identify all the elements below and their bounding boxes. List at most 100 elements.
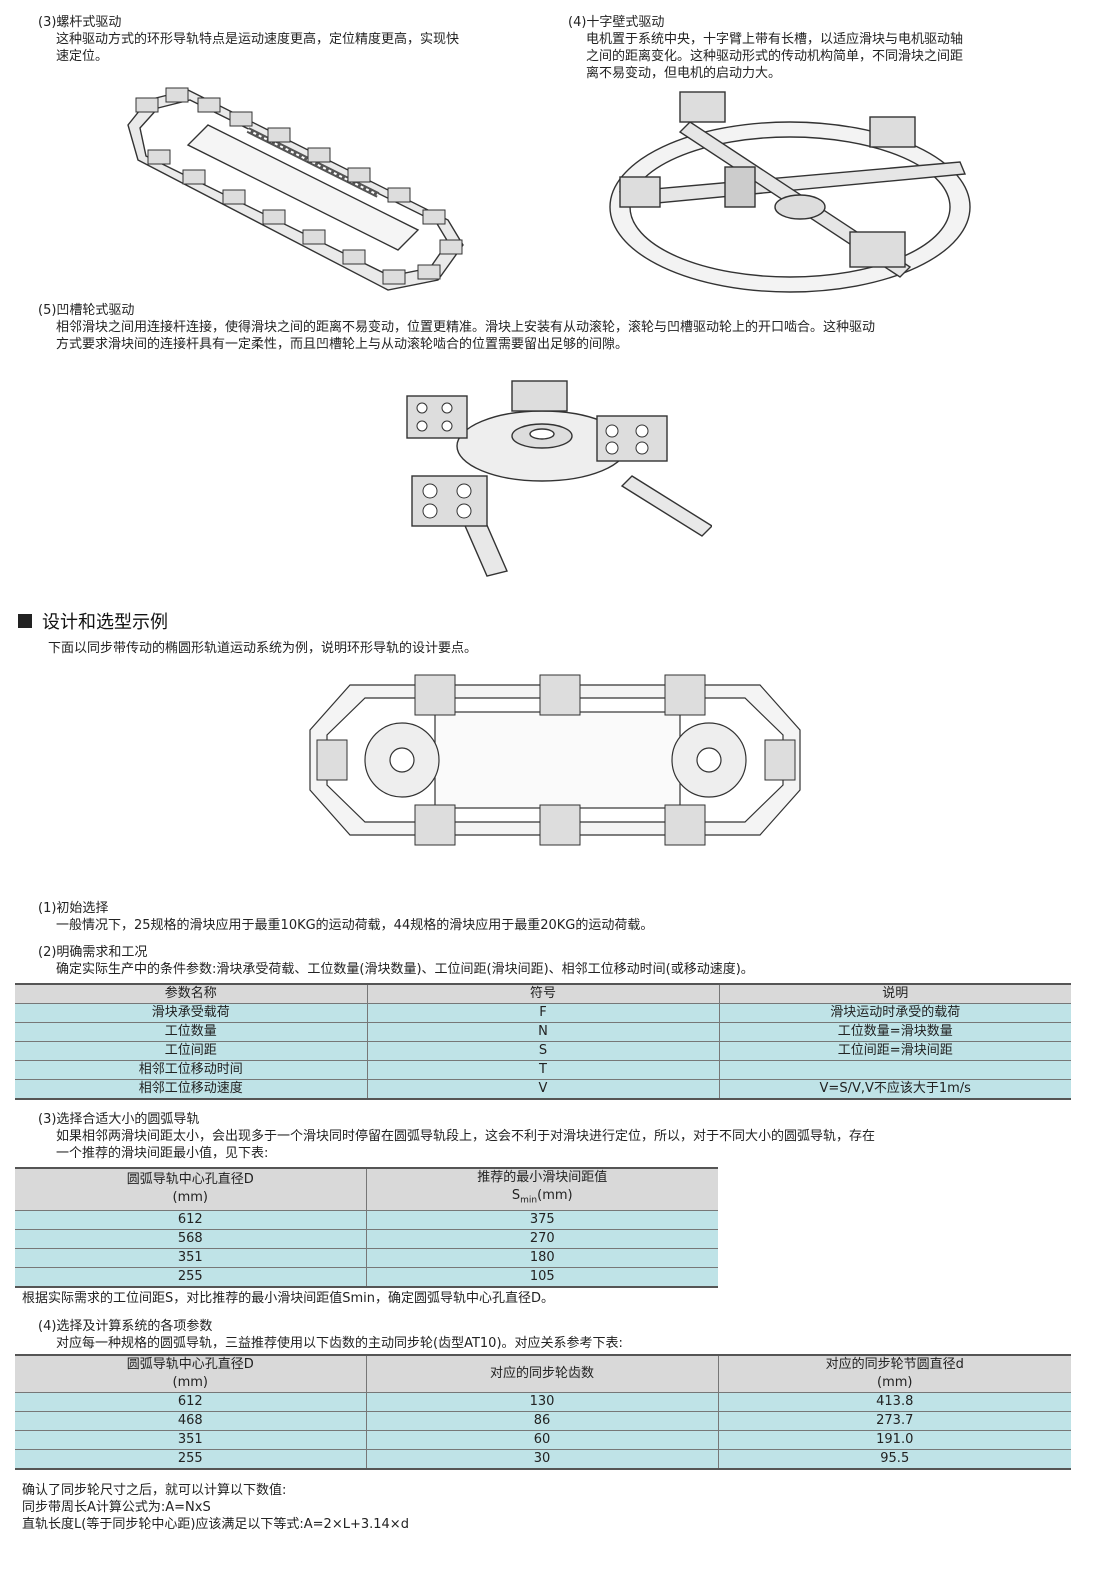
cell: 612	[15, 1210, 366, 1230]
drive4-line: 电机置于系统中央，十字臂上带有长槽，以适应滑块与电机驱动轴	[586, 32, 964, 47]
drive4-line: 离不易变动，但电机的启动力大。	[586, 66, 782, 81]
cell: 270	[365, 1229, 718, 1249]
drive5-heading: (5)凹槽轮式驱动	[38, 303, 135, 318]
step3-line: 如果相邻两滑块间距太小，会出现多于一个滑块同时停留在圆弧导轨段上，这会不利于对滑…	[56, 1129, 876, 1144]
smin-unit: (mm)	[537, 1188, 573, 1203]
table-row: 相邻工位移动速度 V V=S/V,V不应该大于1m/s	[15, 1079, 1071, 1100]
cell	[718, 1060, 1071, 1080]
cell: 95.5	[717, 1449, 1071, 1470]
parameters-table: 参数名称 符号 说明 滑块承受载荷 F 滑块运动时承受的载荷 工位数量 N 工位…	[15, 983, 1071, 1100]
step1-heading: (1)初始选择	[38, 901, 109, 916]
cell: 351	[15, 1430, 366, 1450]
elliptical-track-illustration	[305, 670, 805, 850]
step4-heading: (4)选择及计算系统的各项参数	[38, 1319, 213, 1334]
header-teeth: 对应的同步轮齿数	[365, 1355, 718, 1393]
table-row: 612 130 413.8	[15, 1392, 1071, 1412]
cell: 273.7	[717, 1411, 1071, 1431]
drive3-line: 速定位。	[56, 49, 109, 64]
step2-text: 确定实际生产中的条件参数:滑块承受荷载、工位数量(滑块数量)、工位间距(滑块间距…	[56, 962, 754, 977]
drive4-heading: (4)十字壁式驱动	[568, 15, 665, 30]
step3-heading: (3)选择合适大小的圆弧导轨	[38, 1112, 200, 1127]
drive5-line: 相邻滑块之间用连接杆连接，使得滑块之间的距离不易变动，位置更精准。滑块上安装有从…	[56, 320, 876, 335]
table-row: 612 375	[15, 1210, 718, 1230]
cell: V=S/V,V不应该大于1m/s	[718, 1079, 1071, 1100]
header-diameter-unit: (mm)	[172, 1190, 208, 1206]
cell: 相邻工位移动速度	[15, 1079, 367, 1100]
cell: 滑块承受载荷	[15, 1003, 367, 1023]
table-row: 255 105	[15, 1267, 718, 1288]
section-intro: 下面以同步带传动的椭圆形轨道运动系统为例，说明环形导轨的设计要点。	[48, 641, 478, 656]
cell: 255	[15, 1449, 366, 1470]
drive5-block: (5)凹槽轮式驱动 相邻滑块之间用连接杆连接，使得滑块之间的距离不易变动，位置更…	[38, 302, 1048, 353]
header-diameter-label: 圆弧导轨中心孔直径D	[126, 1357, 254, 1372]
section-square-icon	[18, 614, 32, 628]
header-diameter: 圆弧导轨中心孔直径D (mm)	[15, 1168, 366, 1211]
cell: 30	[365, 1449, 718, 1470]
table-header-row: 参数名称 符号 说明	[15, 984, 1071, 1004]
cell: 工位数量	[15, 1022, 367, 1042]
cell: 130	[365, 1392, 718, 1412]
header-min-spacing-unit: Smin(mm)	[367, 1187, 719, 1210]
final-line: 同步带周长A计算公式为:A=NxS	[22, 1500, 211, 1515]
table-row: 工位间距 S 工位间距=滑块间距	[15, 1041, 1071, 1061]
cell: 105	[365, 1267, 718, 1288]
header-description: 说明	[718, 984, 1071, 1004]
cell: 工位间距	[15, 1041, 367, 1061]
drive3-block: (3)螺杆式驱动 这种驱动方式的环形导轨特点是运动速度更高，定位精度更高，实现快…	[38, 14, 558, 65]
cell: 180	[365, 1248, 718, 1268]
header-diameter-label: 圆弧导轨中心孔直径D	[126, 1172, 254, 1188]
table-row: 351 60 191.0	[15, 1430, 1071, 1450]
drive4-line: 之间的距离变化。这种驱动形式的传动机构简单，不同滑块之间距	[586, 49, 964, 64]
table-row: 相邻工位移动时间 T	[15, 1060, 1071, 1080]
header-min-spacing: 推荐的最小滑块间距值 Smin(mm)	[365, 1168, 719, 1211]
drive3-heading: (3)螺杆式驱动	[38, 15, 122, 30]
cell: 191.0	[717, 1430, 1071, 1450]
cell: 413.8	[717, 1392, 1071, 1412]
table-row: 工位数量 N 工位数量=滑块数量	[15, 1022, 1071, 1042]
cell: 工位数量=滑块数量	[718, 1022, 1071, 1042]
cross-arm-drive-illustration	[600, 82, 980, 302]
cell: 60	[365, 1430, 718, 1450]
header-diameter: 圆弧导轨中心孔直径D (mm)	[15, 1355, 366, 1393]
section-title: 设计和选型示例	[18, 608, 168, 634]
header-pitch-diameter: 对应的同步轮节圆直径d (mm)	[717, 1355, 1071, 1393]
table-header-row: 圆弧导轨中心孔直径D (mm) 对应的同步轮齿数 对应的同步轮节圆直径d (mm…	[15, 1355, 1071, 1393]
header-param-name: 参数名称	[15, 984, 367, 1004]
arc-spacing-table: 圆弧导轨中心孔直径D (mm) 推荐的最小滑块间距值 Smin(mm) 612 …	[15, 1167, 718, 1288]
step4-block: (4)选择及计算系统的各项参数 对应每一种规格的圆弧导轨，三益推荐使用以下齿数的…	[38, 1318, 1048, 1352]
table-row: 351 180	[15, 1248, 718, 1268]
step3-note: 根据实际需求的工位间距S，对比推荐的最小滑块间距值Smin，确定圆弧导轨中心孔直…	[22, 1291, 555, 1306]
table-row: 568 270	[15, 1229, 718, 1249]
drive3-line: 这种驱动方式的环形导轨特点是运动速度更高，定位精度更高，实现快	[56, 32, 460, 47]
step2-block: (2)明确需求和工况 确定实际生产中的条件参数:滑块承受荷载、工位数量(滑块数量…	[38, 944, 1048, 978]
cell: V	[366, 1079, 719, 1100]
cell: 568	[15, 1229, 366, 1249]
step1-block: (1)初始选择 一般情况下，25规格的滑块应用于最重10KG的运动荷载，44规格…	[38, 900, 1048, 934]
drive4-block: (4)十字壁式驱动 电机置于系统中央，十字臂上带有长槽，以适应滑块与电机驱动轴 …	[568, 14, 1068, 82]
header-pitch-diameter-label: 对应的同步轮节圆直径d	[825, 1357, 964, 1372]
cell: 滑块运动时承受的载荷	[718, 1003, 1071, 1023]
table-row: 滑块承受载荷 F 滑块运动时承受的载荷	[15, 1003, 1071, 1023]
cell: 351	[15, 1248, 366, 1268]
screw-drive-illustration	[118, 70, 478, 295]
header-symbol: 符号	[366, 984, 719, 1004]
cell: S	[366, 1041, 719, 1061]
table-row: 468 86 273.7	[15, 1411, 1071, 1431]
header-pitch-diameter-unit: (mm)	[877, 1375, 913, 1390]
header-diameter-unit: (mm)	[172, 1375, 208, 1390]
table-header-row: 圆弧导轨中心孔直径D (mm) 推荐的最小滑块间距值 Smin(mm)	[15, 1168, 719, 1211]
step3-line: 一个推荐的滑块间距最小值，见下表:	[56, 1146, 269, 1161]
sync-wheel-table: 圆弧导轨中心孔直径D (mm) 对应的同步轮齿数 对应的同步轮节圆直径d (mm…	[15, 1354, 1071, 1470]
table-row: 255 30 95.5	[15, 1449, 1071, 1470]
cell: 255	[15, 1267, 366, 1288]
cell: 工位间距=滑块间距	[718, 1041, 1071, 1061]
cell: T	[366, 1060, 719, 1080]
step3-block: (3)选择合适大小的圆弧导轨 如果相邻两滑块间距太小，会出现多于一个滑块同时停留…	[38, 1111, 1048, 1162]
header-min-spacing-label: 推荐的最小滑块间距值	[477, 1170, 608, 1185]
final-block: 确认了同步轮尺寸之后，就可以计算以下数值: 同步带周长A计算公式为:A=NxS …	[22, 1482, 1022, 1533]
cell: N	[366, 1022, 719, 1042]
cell: 86	[365, 1411, 718, 1431]
final-line: 直轨长度L(等于同步轮中心距)应该满足以下等式:A=2×L+3.14×d	[22, 1517, 409, 1532]
step1-text: 一般情况下，25规格的滑块应用于最重10KG的运动荷载，44规格的滑块应用于最重…	[56, 918, 654, 933]
drive5-line: 方式要求滑块间的连接杆具有一定柔性，而且凹槽轮上与从动滚轮啮合的位置需要留出足够…	[56, 337, 629, 352]
